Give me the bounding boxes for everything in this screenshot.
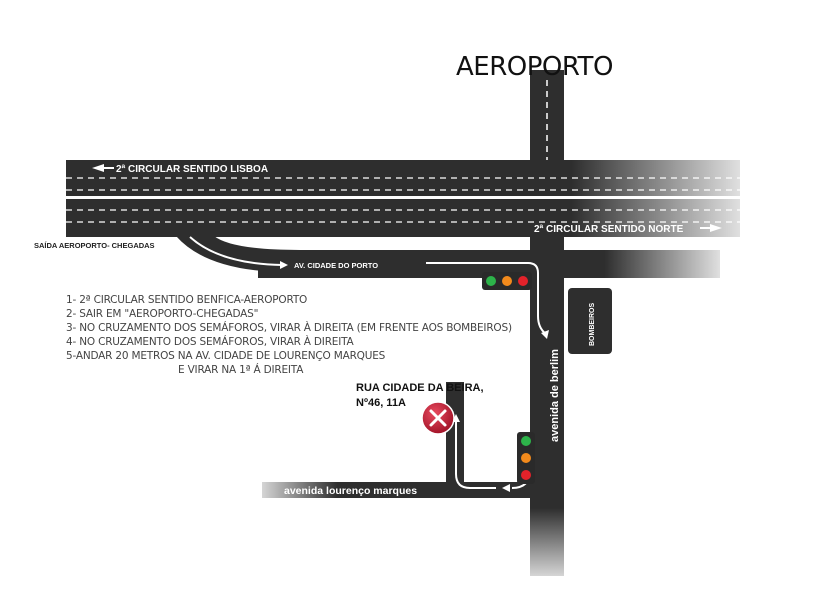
- destination-x-icon: [421, 401, 455, 435]
- label-lourenco-marques: avenida lourenço marques: [284, 485, 417, 497]
- instruction-item: 4- NO CRUZAMENTO DOS SEMÁFOROS, VIRAR À …: [66, 336, 354, 348]
- instruction-item: 5-ANDAR 20 METROS NA AV. CIDADE DE LOURE…: [66, 350, 386, 362]
- label-avenida-de-berlim: avenida de berlim: [549, 349, 561, 442]
- label-circular-lisboa: 2ª CIRCULAR SENTIDO LISBOA: [116, 164, 268, 175]
- label-circular-norte: 2ª CIRCULAR SENTIDO NORTE: [534, 224, 684, 235]
- bombeiros-building: [568, 288, 612, 354]
- destination-address: RUA CIDADE DA BEIRA, Nº46, 11A: [356, 381, 484, 411]
- instruction-item: E VIRAR NA 1ª Á DIREITA: [178, 364, 304, 376]
- instructions-list: 1- 2ª CIRCULAR SENTIDO BENFICA-AEROPORTO…: [66, 293, 546, 377]
- route-arrow-beira: [455, 422, 496, 489]
- highway-norte: [66, 199, 740, 237]
- label-saida: SAÍDA AEROPORTO- CHEGADAS: [34, 241, 155, 250]
- destination-line-1: RUA CIDADE DA BEIRA,: [356, 382, 484, 394]
- direction-arrow-icon: [189, 236, 283, 266]
- road-avenida-de-berlim: [530, 236, 564, 576]
- map-title: AEROPORTO: [456, 52, 613, 82]
- road-lourenco-marques: [262, 482, 564, 498]
- label-bombeiros: BOMBEIROS: [589, 303, 596, 347]
- direction-arrow-icon: [92, 164, 104, 172]
- instruction-item: 2- SAIR EM "AEROPORTO-CHEGADAS": [66, 308, 259, 320]
- route-arrow-right: [426, 262, 539, 300]
- destination-line-2: Nº46, 11A: [356, 397, 406, 409]
- instruction-item: 1- 2ª CIRCULAR SENTIDO BENFICA-AEROPORTO: [66, 294, 308, 306]
- label-cidade-do-porto: AV. CIDADE DO PORTO: [294, 261, 378, 270]
- instruction-item: 3- NO CRUZAMENTO DOS SEMÁFOROS, VIRAR À …: [66, 322, 512, 334]
- road-north-aeroporto: [530, 70, 564, 170]
- direction-arrow-icon: [710, 224, 722, 232]
- traffic-light-icon: [517, 432, 535, 484]
- traffic-light-icon: [482, 272, 532, 290]
